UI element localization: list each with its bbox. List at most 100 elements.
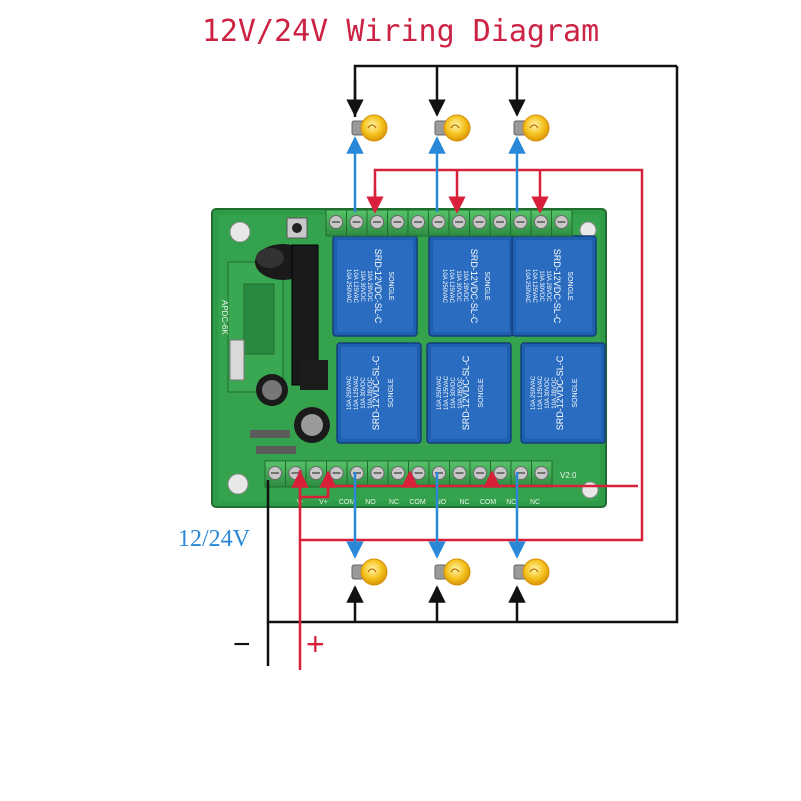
wire-group (266, 64, 679, 670)
terminal-label: NO (506, 499, 517, 506)
top-terminal-2 (346, 209, 368, 237)
mount-hole (227, 473, 249, 495)
terminal-label: COM (409, 499, 426, 506)
relay-rating-label: 10A 250VAC (441, 269, 447, 304)
relay-rating-label: 10A 125VAC (444, 375, 450, 410)
terminal-label: NC (530, 499, 540, 506)
bottom-terminal-4 (326, 460, 348, 488)
relay-rating-label: 10A 125VAC (531, 269, 537, 304)
relay-rating-label: 10A 125VAC (354, 375, 360, 410)
top-terminal-5 (407, 209, 429, 237)
top-terminal-3 (366, 209, 388, 237)
top-terminal-11 (530, 209, 552, 237)
relay-rating-label: 10A 250VAC (347, 375, 353, 410)
terminal-label: NO (365, 499, 376, 506)
bottom-terminal-10 (449, 460, 471, 488)
mount-hole (581, 481, 599, 499)
terminal-label: NC (389, 499, 399, 506)
relay-rating-label: 10A 28VDC (552, 377, 558, 409)
relay-rating-label: 10A 28VDC (458, 377, 464, 409)
relay-brand-label: SONGLE (478, 378, 485, 408)
relay-rating-label: 10A 28VDC (366, 270, 372, 302)
relay-rating-label: 10A 125VAC (538, 375, 544, 410)
board-model-mark: APDC-6K (220, 300, 229, 335)
relay-rating-label: 10A 250VAC (524, 269, 530, 304)
relay-brand-label: SONGLE (572, 378, 579, 408)
relay-rating-label: 10A 125VAC (352, 269, 358, 304)
bottom-terminal-9 (428, 460, 450, 488)
relay-rating-label: 10A 30VDC (359, 270, 365, 302)
relay-rating-label: 10A 250VAC (531, 375, 537, 410)
relay-rating-label: 10A 30VDC (538, 270, 544, 302)
bottom-terminal-1 (264, 460, 286, 488)
mount-hole (229, 221, 251, 243)
terminal-label: NO (436, 499, 447, 506)
bottom-terminal-6 (367, 460, 389, 488)
bottom-terminal-2 (285, 460, 307, 488)
top-terminal-7 (448, 209, 470, 237)
terminal-label: COM (339, 499, 356, 506)
bottom-terminal-14 (531, 460, 553, 488)
bottom-terminal-block (264, 460, 553, 488)
top-terminal-12 (551, 209, 573, 237)
top-terminal-9 (489, 209, 511, 237)
relay-rating-label: 10A 30VDC (455, 270, 461, 302)
live-wire-top (300, 168, 644, 542)
light-bulb-icon (434, 114, 471, 142)
relay-rating-label: 10A 30VDC (361, 377, 367, 409)
bottom-terminal-3 (305, 460, 327, 488)
light-bulb-icon (513, 114, 550, 142)
relay-rating-label: 10A 250VAC (437, 375, 443, 410)
positive-terminal-sign: + (306, 626, 325, 662)
bottom-terminal-5 (346, 460, 368, 488)
bottom-terminal-11 (469, 460, 491, 488)
top-terminal-1 (325, 209, 347, 237)
top-terminal-block (325, 209, 573, 237)
relay-rating-label: 10A 250VAC (345, 269, 351, 304)
relay-brand-label: SONGLE (387, 271, 394, 301)
diagram-title: 12V/24V Wiring Diagram (201, 14, 600, 49)
relay-model-label: SRD-12VDC-SL-C (552, 249, 562, 324)
relay-model-label: SRD-12VDC-SL-C (555, 355, 565, 430)
supply-voltage-label: 12/24V (178, 526, 250, 552)
light-bulb-icon (351, 558, 388, 586)
light-bulb-icon (434, 558, 471, 586)
relay-model-label: SRD-12VDC-SL-C (373, 249, 383, 324)
relay-model-label: SRD-12VDC-SL-C (371, 355, 381, 430)
relay-brand-label: SONGLE (483, 271, 490, 301)
neutral-wire-right (266, 66, 679, 624)
terminal-label: NC (459, 499, 469, 506)
terminal-label: COM (480, 499, 497, 506)
relay-rating-label: 10A 28VDC (462, 270, 468, 302)
relay-brand-label: SONGLE (566, 271, 573, 301)
bottom-terminal-7 (387, 460, 409, 488)
negative-terminal-sign: − (233, 628, 251, 661)
crystal (229, 339, 245, 381)
bottom-terminal-8 (408, 460, 430, 488)
terminal-label: V+ (319, 499, 328, 506)
top-terminal-4 (387, 209, 409, 237)
top-terminal-8 (469, 209, 491, 237)
relay-rating-label: 10A 30VDC (545, 377, 551, 409)
top-terminal-10 (510, 209, 532, 237)
relay-model-label: SRD-12VDC-SL-C (469, 249, 479, 324)
relay-model-label: SRD-12VDC-SL-C (461, 355, 471, 430)
relay-rating-label: 10A 30VDC (451, 377, 457, 409)
relay-rating-label: 10A 28VDC (545, 270, 551, 302)
relay-brand-label: SONGLE (388, 378, 395, 408)
relay-rating-label: 10A 125VAC (448, 269, 454, 304)
top-terminal-6 (428, 209, 450, 237)
light-bulb-icon (351, 114, 388, 142)
light-bulb-icon (513, 558, 550, 586)
board-version-mark: V2.0 (560, 471, 577, 480)
bulb-group (351, 114, 550, 586)
